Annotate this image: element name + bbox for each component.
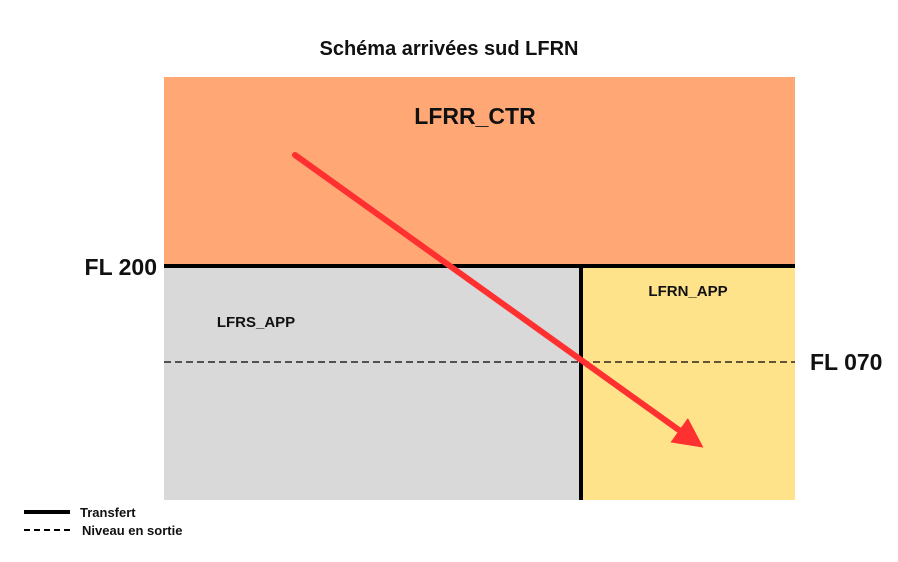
sector-right-label: LFRN_APP: [648, 283, 727, 300]
legend-solid-label: Transfert: [80, 504, 136, 520]
sector-left-label: LFRS_APP: [217, 314, 295, 331]
legend-dashed-label: Niveau en sortie: [82, 522, 183, 538]
diagram-title: Schéma arrivées sud LFRN: [319, 38, 579, 60]
legend-dashed-item: Niveau en sortie: [24, 521, 182, 539]
legend: Transfert Niveau en sortie: [24, 503, 182, 539]
dashed-line-swatch: [24, 529, 70, 531]
sector-left-area: [164, 266, 581, 500]
sector-upper-area: [164, 77, 795, 266]
fl070-label: FL 070: [810, 349, 882, 375]
fl200-label: FL 200: [85, 254, 157, 280]
solid-line-swatch: [24, 510, 70, 514]
legend-solid-item: Transfert: [24, 503, 182, 521]
sector-upper-label: LFRR_CTR: [414, 103, 536, 129]
arrival-arrow: [292, 152, 704, 448]
